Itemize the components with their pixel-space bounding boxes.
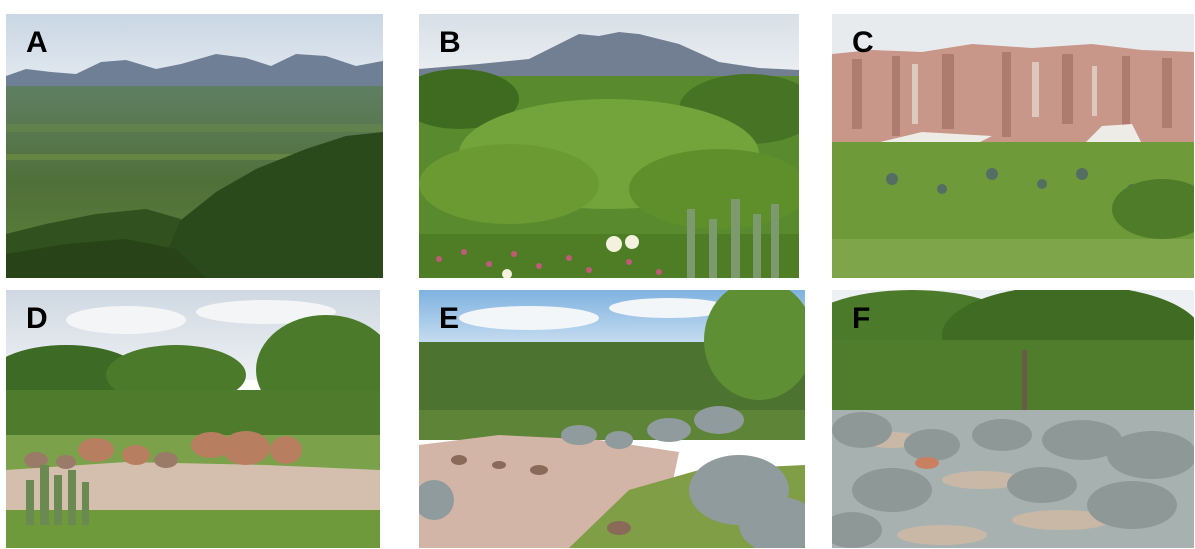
panel-label-a: A <box>26 26 48 59</box>
landscape-photo-a <box>6 14 383 278</box>
panel-label-b: B <box>439 26 461 59</box>
panel-label-e: E <box>439 302 460 335</box>
landscape-photo-b <box>419 14 799 278</box>
landscape-photo-c <box>832 14 1194 278</box>
photo-panel-e: E <box>419 290 805 548</box>
photo-panel-a: A <box>6 14 383 278</box>
panel-label-f: F <box>852 302 871 335</box>
landscape-photo-d <box>6 290 380 548</box>
photo-panel-d: D <box>6 290 380 548</box>
photo-panel-b: B <box>419 14 799 278</box>
panel-label-d: D <box>26 302 48 335</box>
landscape-photo-f <box>832 290 1194 548</box>
photo-panel-c: C <box>832 14 1194 278</box>
photo-panel-f: F <box>832 290 1194 548</box>
panel-label-c: C <box>852 26 874 59</box>
landscape-photo-e <box>419 290 805 548</box>
